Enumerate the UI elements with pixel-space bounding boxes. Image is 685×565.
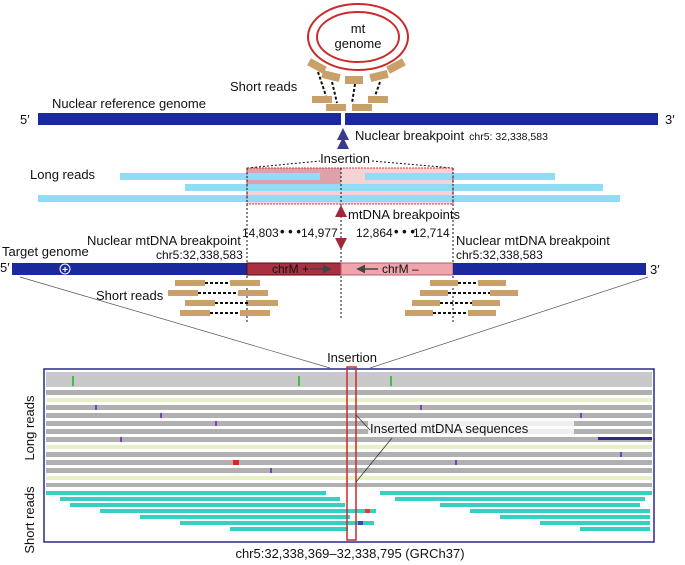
pointer-line-lower	[355, 437, 393, 483]
mt-genome: mt genome	[307, 3, 409, 71]
plus-strand-icon	[59, 263, 71, 275]
inserted-mtdna-sequences-label: Inserted mtDNA sequences	[370, 421, 529, 436]
mt-short-read	[369, 69, 389, 83]
short-read	[230, 280, 260, 286]
mid-read-links-right	[433, 282, 490, 314]
bp-12864: 12,864	[356, 226, 393, 240]
coord-right: chr5:32,338,583	[456, 248, 543, 262]
short-read	[175, 280, 205, 286]
short-read	[168, 290, 198, 296]
target-genome-right	[453, 263, 646, 275]
bp-14977: 14,977	[301, 226, 338, 240]
mid-read-links-left	[198, 282, 248, 314]
short-read	[238, 290, 268, 296]
short-reads-top-label: Short reads	[230, 79, 298, 94]
inserted-label-bg	[368, 419, 574, 437]
mt-genome-outer-ring	[307, 3, 409, 71]
zoom-line-right	[369, 276, 649, 369]
long-read	[120, 173, 320, 180]
nuclear-mtdna-breakpoint-right-label: Nuclear mtDNA breakpoint	[456, 233, 610, 248]
plus-symbol: +	[62, 265, 68, 276]
long-read-rows	[46, 390, 652, 487]
igv-panel: Inserted mtDNA sequences	[43, 366, 655, 543]
chrM-minus-label: chrM –	[382, 262, 419, 276]
target-genome-left	[12, 263, 247, 275]
mid-short-reads-left	[168, 280, 278, 316]
insertion-bracket-left	[246, 160, 321, 169]
three-prime-top: 3′	[665, 112, 675, 127]
chrM-plus-label: chrM +	[272, 262, 309, 276]
short-reads-mid-label: Short reads	[96, 288, 164, 303]
short-read	[468, 310, 496, 316]
mt-short-reads	[307, 58, 406, 84]
ref-short-read	[352, 104, 372, 111]
insertion-highlight-box	[346, 366, 357, 541]
mt-short-read	[321, 69, 341, 83]
target-genome-label: Target genome	[2, 244, 89, 259]
insertion-top-label: Insertion	[320, 151, 370, 166]
short-read	[430, 280, 458, 286]
mt-short-read	[386, 58, 406, 74]
short-read	[185, 300, 215, 306]
mid-short-reads-right	[405, 280, 518, 316]
pointer-line-upper	[355, 414, 371, 431]
long-read-coverage	[46, 372, 652, 387]
coord-left: chr5:32,338,583	[156, 248, 243, 262]
teal-short-reads	[46, 491, 652, 531]
mt-short-read	[307, 58, 327, 74]
nuclear-mtdna-breakpoint-left-label: Nuclear mtDNA breakpoint	[87, 233, 241, 248]
short-read	[420, 290, 448, 296]
bp-dots-1: • • •	[280, 224, 301, 239]
five-prime-mid: 5′	[0, 260, 10, 275]
mtdna-breakpoints-label: mtDNA breakpoints	[348, 207, 460, 222]
short-read	[472, 300, 500, 306]
short-read	[248, 300, 278, 306]
long-reads-vertical-label: Long reads	[22, 395, 37, 461]
short-reads-vertical-label: Short reads	[22, 486, 37, 554]
soft-clip-marker	[365, 509, 370, 513]
short-read	[405, 310, 433, 316]
bp-dots-2: • • •	[394, 224, 415, 239]
mt-read-pair-links	[317, 71, 381, 104]
long-read	[185, 184, 603, 191]
short-read	[412, 300, 440, 306]
coverage-highlight-green	[390, 376, 392, 386]
nuclear-reference-genome-right	[345, 113, 658, 125]
mt-short-read	[345, 76, 363, 84]
coverage-highlight-green	[72, 376, 74, 386]
short-read	[478, 280, 506, 286]
soft-clip-marker	[358, 521, 363, 525]
nuclear-reference-genome-label: Nuclear reference genome	[52, 96, 206, 111]
ref-short-read	[368, 96, 388, 103]
short-read	[490, 290, 518, 296]
mt-genome-label-2: genome	[335, 36, 382, 51]
ref-short-reads	[312, 96, 388, 111]
bp-12714: 12,714	[413, 226, 450, 240]
long-reads	[38, 173, 620, 202]
insertion-bottom-label: Insertion	[327, 350, 377, 365]
ref-short-read	[326, 104, 346, 111]
long-read	[38, 195, 620, 202]
mtdna-breakpoint-arrow	[335, 205, 347, 250]
ref-short-read	[312, 96, 332, 103]
long-reads-label: Long reads	[30, 167, 96, 182]
mt-genome-inner-ring	[316, 11, 400, 63]
short-read	[240, 310, 270, 316]
three-prime-mid: 3′	[650, 262, 660, 277]
bp-14803: 14,803	[242, 226, 279, 240]
long-read	[365, 173, 555, 180]
nuclear-reference-genome-left	[38, 113, 341, 125]
insertion-bracket-right	[371, 160, 454, 169]
zoom-line-left	[19, 276, 331, 369]
short-read	[180, 310, 210, 316]
genome-coordinates-label: chr5:32,338,369–32,338,795 (GRCh37)	[235, 546, 464, 561]
five-prime-top: 5′	[20, 112, 30, 127]
coverage-highlight-green	[298, 376, 300, 386]
mt-genome-label-1: mt	[351, 21, 366, 36]
nuclear-breakpoint-arrow	[337, 128, 349, 149]
